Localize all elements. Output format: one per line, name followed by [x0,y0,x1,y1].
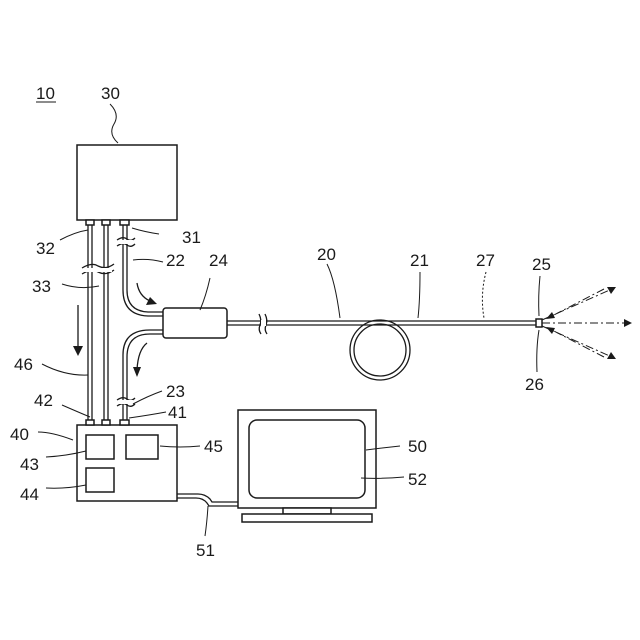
label-25: 25 [532,255,551,274]
light-source-unit [77,145,177,225]
arrow-to-coupler [146,297,157,305]
label-32: 32 [36,239,55,258]
coupler-24 [163,308,227,338]
optical-fiber [227,314,542,380]
label-46: 46 [14,355,33,374]
control-unit [77,420,177,501]
monitor-neck [283,508,331,514]
cable-23 [117,330,163,420]
connector-42 [86,420,94,425]
label-42: 42 [34,391,53,410]
sub-unit-45 [126,435,158,459]
label-43: 43 [20,455,39,474]
arrow-from-coupler [133,367,141,377]
label-50: 50 [408,437,427,456]
label-24: 24 [209,251,228,270]
sub-unit-43 [86,435,114,459]
label-41: 41 [168,403,187,422]
cable-51 [177,494,238,506]
label-20: 20 [317,245,336,264]
light-source-box [77,145,177,220]
connector-32 [86,220,94,225]
label-40: 40 [10,425,29,444]
label-30: 30 [101,84,120,103]
label-26: 26 [525,375,544,394]
label-33: 33 [32,277,51,296]
monitor-screen [249,420,365,498]
sub-unit-44 [86,468,114,492]
label-21: 21 [410,251,429,270]
cables-32-33 [82,225,114,420]
connector-31 [120,220,129,225]
label-44: 44 [20,485,39,504]
label-23: 23 [166,382,185,401]
connector-41 [120,420,129,425]
label-51: 51 [196,541,215,560]
connector-33 [102,220,110,225]
fiber-tip-25 [536,319,542,327]
connector-42b [102,420,110,425]
label-45: 45 [204,437,223,456]
arrow-down-left [73,346,83,356]
monitor-50 [238,410,376,522]
cable-22 [117,225,163,316]
label-52: 52 [408,470,427,489]
emission-arrows [542,287,632,359]
fiber-coil [350,320,410,380]
label-22: 22 [166,251,185,270]
monitor-base [242,514,372,522]
label-27: 27 [476,251,495,270]
label-31: 31 [182,228,201,247]
figure-id-label: 10 [36,84,55,103]
